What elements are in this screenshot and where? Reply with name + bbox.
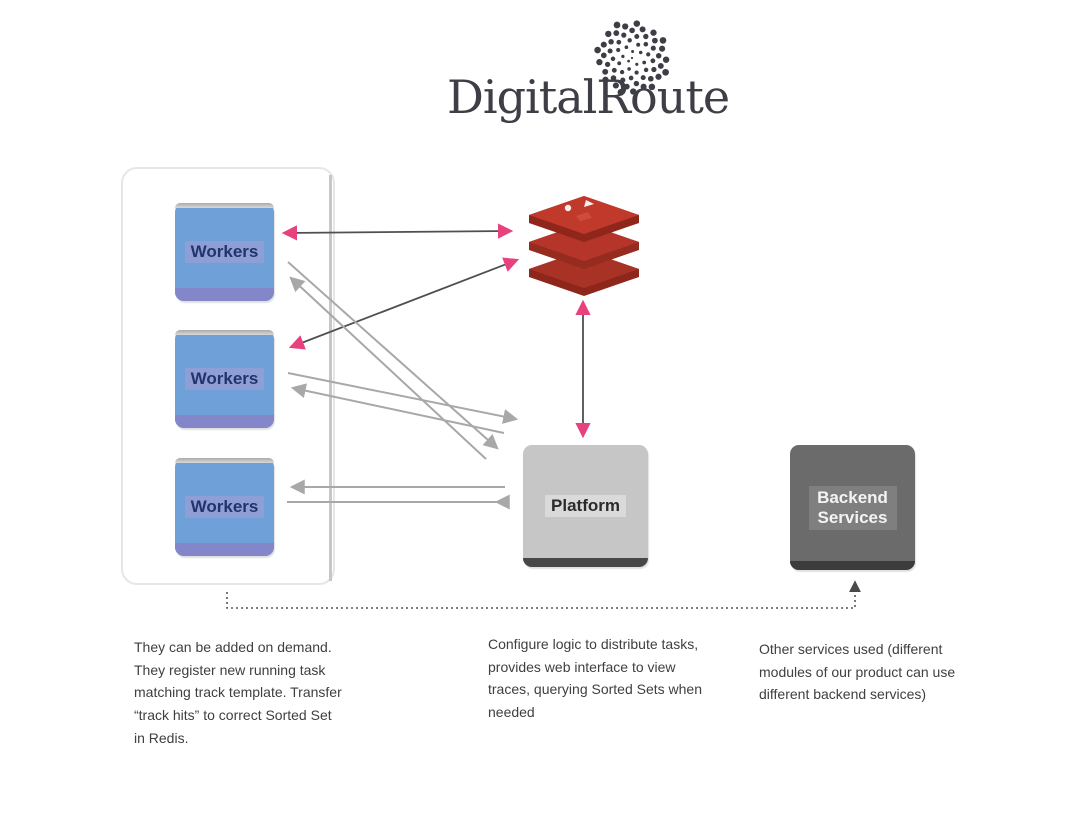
backend-services-node: Backend Services	[790, 445, 915, 570]
worker-label: Workers	[184, 241, 265, 263]
worker-bottom-bevel	[175, 288, 274, 301]
worker-node-3: Workers	[175, 458, 274, 556]
worker-label: Workers	[184, 496, 265, 518]
worker-bottom-bevel	[175, 543, 274, 556]
worker-top-bevel	[175, 330, 274, 335]
platform-annotation: Configure logic to distribute tasks,prov…	[488, 636, 703, 721]
brand-logo-text: DigitalRoute	[447, 70, 730, 124]
worker-top-bevel	[175, 203, 274, 208]
worker-bottom-bevel	[175, 415, 274, 428]
redis-database-icon	[529, 196, 639, 296]
dotted-globe-logo-icon	[594, 20, 670, 96]
worker-node-1: Workers	[175, 203, 274, 301]
dotted-arrow-workers-backend	[226, 580, 861, 609]
worker-top-bevel	[175, 458, 274, 463]
workers-group-divider-line	[329, 175, 332, 581]
platform-node: Platform	[523, 445, 648, 567]
backend-bottom-bevel	[790, 561, 915, 570]
platform-label: Platform	[545, 495, 626, 517]
platform-bottom-bevel	[523, 558, 648, 567]
worker-label: Workers	[184, 368, 265, 390]
workers-annotation: They can be added on demand.They registe…	[134, 639, 342, 746]
backend-services-label: Backend Services	[808, 485, 897, 530]
worker-node-2: Workers	[175, 330, 274, 428]
